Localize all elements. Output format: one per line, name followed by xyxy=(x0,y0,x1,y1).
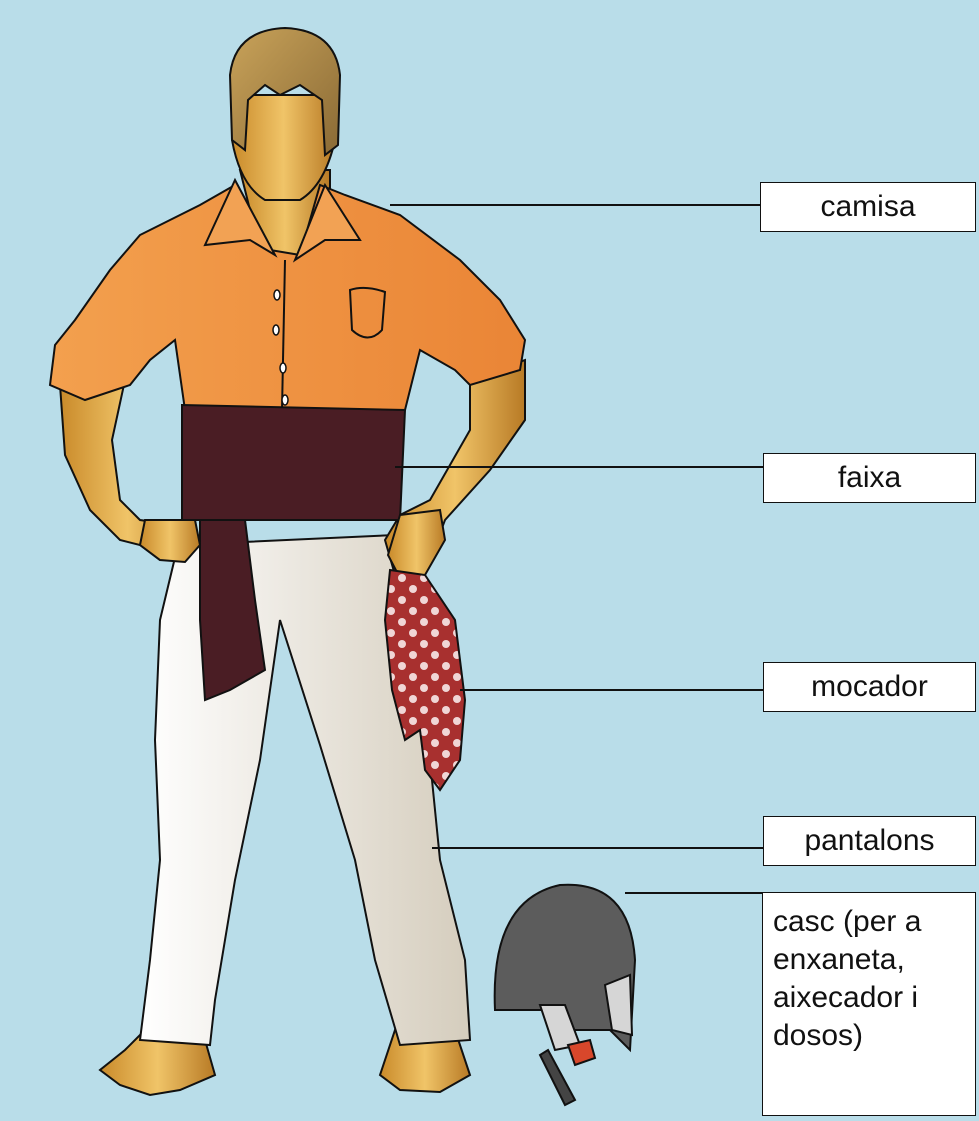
label-camisa: camisa xyxy=(760,182,976,232)
label-casc-line-3: aixecador i xyxy=(773,979,965,1017)
label-casc: casc (per a enxaneta, aixecador i dosos) xyxy=(762,892,976,1116)
label-casc-line-2: enxaneta, xyxy=(773,941,965,979)
label-casc-line-1: casc (per a xyxy=(773,903,965,941)
label-faixa: faixa xyxy=(763,453,976,503)
label-casc-line-4: dosos) xyxy=(773,1017,965,1055)
label-mocador: mocador xyxy=(763,662,976,712)
label-pantalons: pantalons xyxy=(763,816,976,866)
